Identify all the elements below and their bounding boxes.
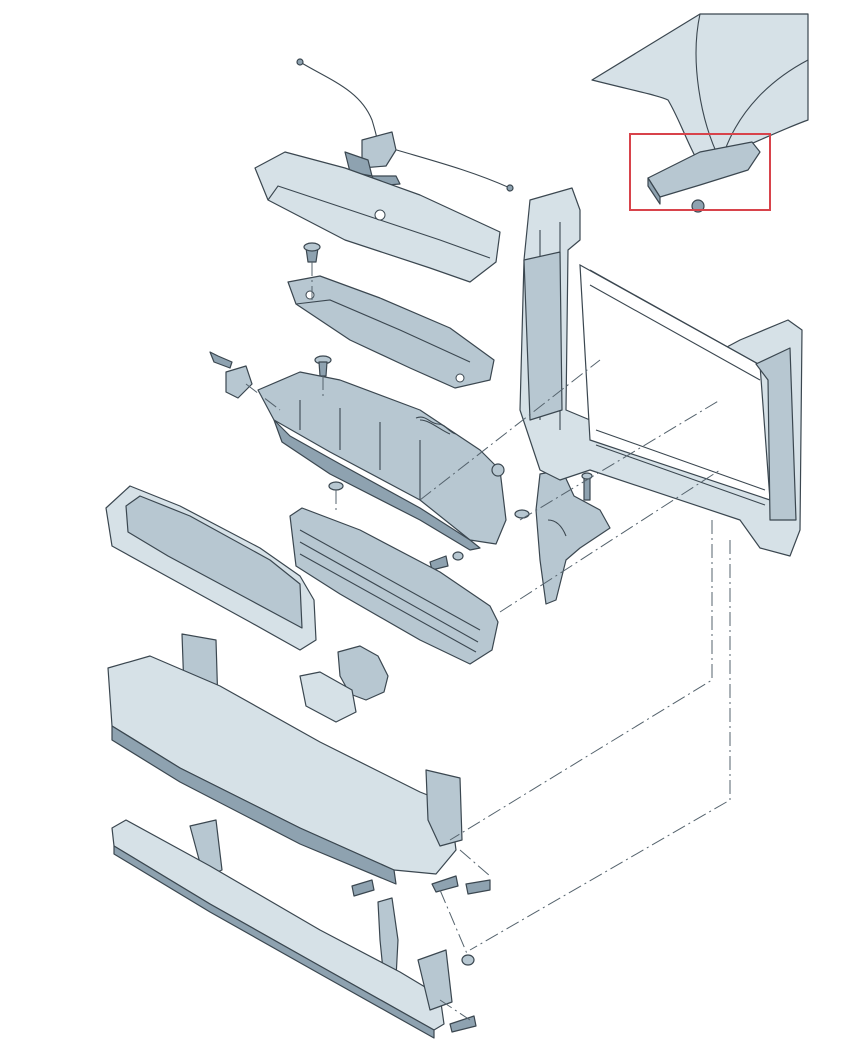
left-small-bracket	[209, 351, 253, 399]
upper-air-guide	[287, 275, 495, 389]
highlight-frame	[629, 133, 771, 211]
front-end-carrier	[519, 187, 803, 557]
hood-release-cable	[296, 58, 514, 192]
lower-impact-bar	[111, 819, 453, 1039]
upper-cover-panel	[254, 151, 501, 283]
bumper-reinforcement	[107, 633, 463, 885]
fender-panel	[591, 13, 809, 166]
hood-lock	[299, 645, 389, 723]
fender-bracket-highlighted	[629, 133, 771, 213]
radiator-frame-seal	[105, 485, 317, 651]
push-clip	[303, 242, 321, 263]
air-shutter-louver	[289, 507, 499, 665]
screw-upper	[314, 355, 332, 377]
side-air-deflector	[535, 469, 611, 605]
lock-carrier-beam	[257, 371, 507, 551]
leader-lines	[245, 262, 731, 1021]
carrier-screws	[328, 463, 593, 571]
spring-clip	[415, 416, 457, 435]
